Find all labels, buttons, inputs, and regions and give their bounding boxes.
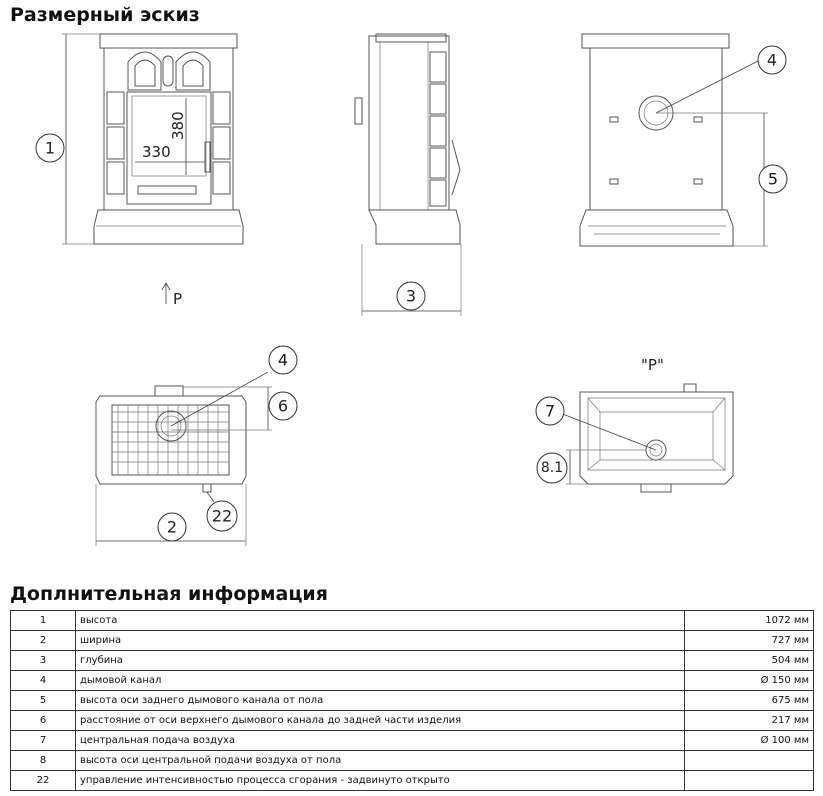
table-row: 3 глубина 504 мм [10,650,814,671]
p-view-label: "P" [641,356,664,374]
row-number: 8 [10,750,76,771]
row-number: 2 [10,630,76,651]
row-description: глубина [75,650,685,671]
row-value: 675 мм [684,690,814,711]
row-description: высота [75,610,685,631]
row-number: 4 [10,670,76,691]
table-row: 8 высота оси центральной подачи воздуха … [10,750,814,771]
row-description: центральная подача воздуха [75,730,685,751]
bubble-3: 3 [406,287,416,306]
front-view: 330 380 1 P [35,33,244,308]
row-value: Ø 150 мм [684,670,814,691]
bottom-view-p: "P" 7 8.1 [535,356,734,493]
rear-view: 4 5 [579,33,788,247]
row-description: высота оси центральной подачи воздуха от… [75,750,685,771]
table-row: 2 ширина 727 мм [10,630,814,651]
row-number: 3 [10,650,76,671]
row-description: высота оси заднего дымового канала от по… [75,690,685,711]
row-value: 1072 мм [684,610,814,631]
row-number: 1 [10,610,76,631]
row-value: Ø 100 мм [684,730,814,751]
row-description: дымовой канал [75,670,685,691]
row-value: 727 мм [684,630,814,651]
info-table: 1 высота 1072 мм 2 ширина 727 мм 3 глуби… [10,610,814,791]
table-row: 22 управление интенсивностью процесса сг… [10,770,814,791]
row-number: 22 [10,770,76,791]
dimension-drawing: 330 380 1 P 3 [35,33,788,546]
dim-380-label: 380 [169,111,187,140]
row-description: управление интенсивностью процесса сгора… [75,770,685,791]
drawing-title: Размерный эскиз [10,4,200,26]
top-view: 4 6 22 2 [95,345,298,546]
bubble-4-top: 4 [278,351,288,370]
p-arrow-label: P [173,290,182,308]
row-value [684,750,814,771]
side-view: 3 [354,33,462,316]
bubble-2: 2 [167,518,177,537]
table-row: 5 высота оси заднего дымового канала от … [10,690,814,711]
dim-330-label: 330 [142,143,171,161]
table-row: 6 расстояние от оси верхнего дымового ка… [10,710,814,731]
table-row: 7 центральная подача воздуха Ø 100 мм [10,730,814,751]
bubble-6: 6 [278,397,288,416]
row-description: расстояние от оси верхнего дымового кана… [75,710,685,731]
table-row: 4 дымовой канал Ø 150 мм [10,670,814,691]
bubble-4-rear: 4 [767,51,777,70]
row-number: 5 [10,690,76,711]
row-value: 217 мм [684,710,814,731]
bubble-8: 8.1 [541,460,563,476]
row-number: 7 [10,730,76,751]
bubble-5: 5 [768,170,778,189]
bubble-7: 7 [545,402,555,421]
table-row: 1 высота 1072 мм [10,610,814,631]
info-section-title: Доплнительная информация [10,583,328,605]
bubble-1: 1 [45,139,55,158]
bubble-22: 22 [212,507,232,526]
row-description: ширина [75,630,685,651]
row-value [684,770,814,791]
row-number: 6 [10,710,76,731]
row-value: 504 мм [684,650,814,671]
